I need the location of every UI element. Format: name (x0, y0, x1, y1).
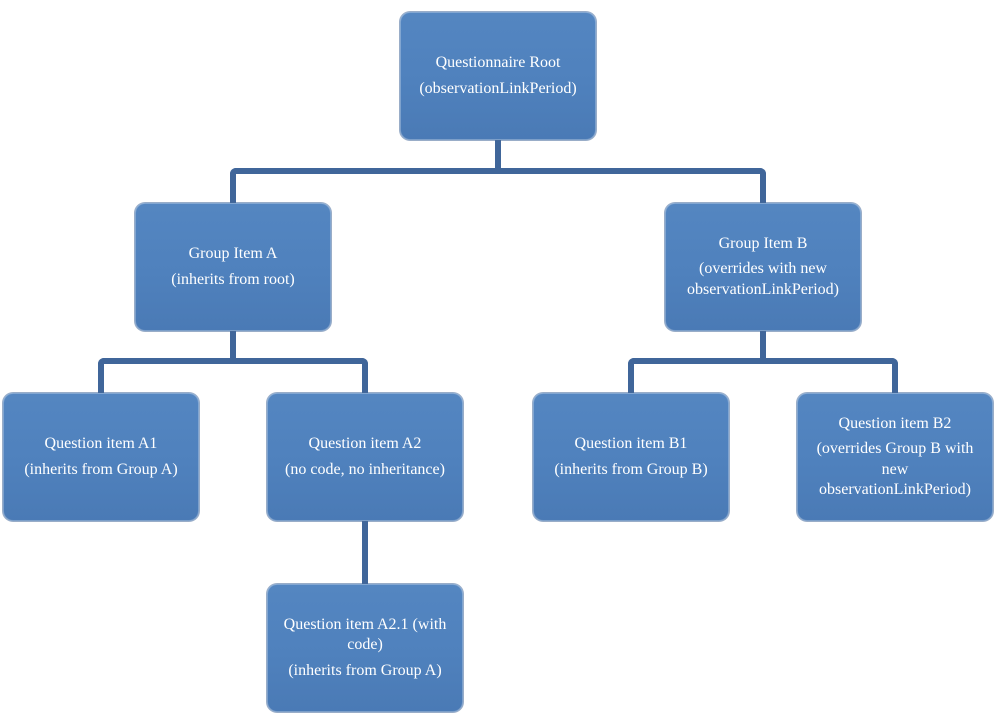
node-subtitle: (inherits from root) (171, 270, 295, 288)
node-title: Questionnaire Root (435, 54, 561, 72)
node-title: Question item A2 (308, 435, 422, 453)
node-subtitle: (observationLinkPeriod) (419, 79, 577, 97)
node-question-item-a21: Question item A2.1 (with code) (inherits… (267, 584, 463, 712)
node-question-item-a2: Question item A2 (no code, no inheritanc… (267, 393, 463, 521)
node-title: Question item B2 (838, 414, 952, 432)
node-question-item-a1: Question item A1 (inherits from Group A) (3, 393, 199, 521)
node-question-item-b1: Question item B1 (inherits from Group B) (533, 393, 729, 521)
connector-root-stub (495, 139, 501, 172)
connector-group-b-stub (760, 330, 766, 361)
node-title: Question item A1 (44, 435, 158, 453)
connector-group-a-stub (230, 330, 236, 361)
node-subtitle: (overrides Group B with new observationL… (816, 440, 974, 498)
node-subtitle: (inherits from Group B) (554, 460, 708, 478)
node-subtitle: (inherits from Group A) (288, 661, 442, 679)
node-title: Group Item A (188, 245, 278, 263)
node-group-item-a: Group Item A (inherits from root) (135, 203, 331, 331)
node-title: Question item B1 (574, 435, 688, 453)
connector-group-b-fork (628, 358, 898, 393)
node-subtitle: (inherits from Group A) (24, 460, 178, 478)
node-question-item-b2: Question item B2 (overrides Group B with… (797, 393, 993, 521)
node-questionnaire-root: Questionnaire Root (observationLinkPerio… (400, 12, 596, 140)
node-title: Group Item B (718, 234, 808, 252)
node-group-item-b: Group Item B (overrides with new observa… (665, 203, 861, 331)
node-title: Question item A2.1 (with code) (283, 615, 447, 654)
node-subtitle: (no code, no inheritance) (285, 460, 445, 478)
connector-a2-to-a21 (362, 520, 368, 585)
node-subtitle: (overrides with new observationLinkPerio… (687, 260, 839, 298)
connector-group-a-fork (98, 358, 368, 393)
connector-root-fork (230, 168, 766, 203)
